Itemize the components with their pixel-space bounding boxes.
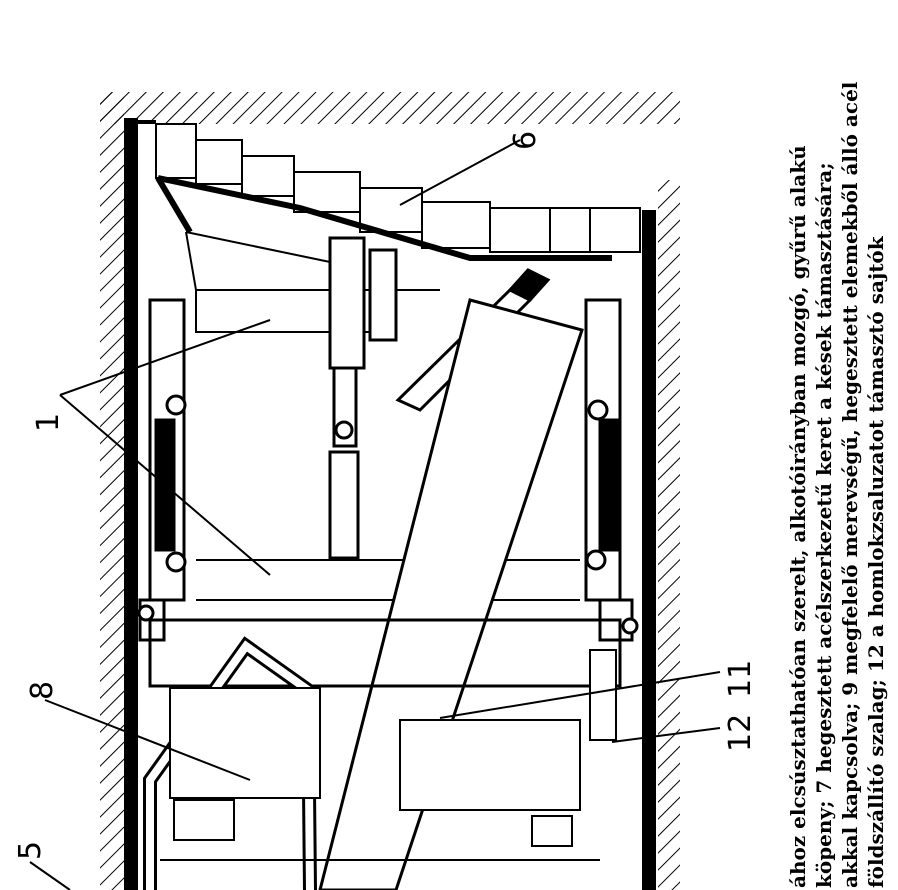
label-5: 5 (13, 841, 48, 860)
label-1: 1 (31, 413, 66, 432)
caption-line-1: ához elcsúsztathatóan szerelt, alkotóirá… (786, 145, 810, 888)
face-support-beam (157, 175, 612, 261)
conveyor-belt (318, 298, 584, 890)
caption-line-3: akkal kapcsolva; 9 megfelelő merevségű, … (838, 81, 862, 888)
knife-column-left (148, 298, 187, 602)
shield-skin-left (124, 118, 138, 890)
soil-hatch-right (658, 180, 680, 890)
segment-blocks (160, 649, 617, 861)
caption-line-2: köpeny; 7 hegesztett acélszerkezetű kere… (812, 162, 836, 888)
label-8: 8 (25, 681, 60, 700)
hydraulic-jack (328, 236, 398, 560)
figure-caption: ához elcsúsztathatóan szerelt, alkotóirá… (778, 0, 890, 890)
label-11: 11 (723, 660, 758, 698)
leader-lines (29, 139, 721, 890)
soil-hatch-top (100, 92, 680, 124)
knife-column-right (584, 298, 622, 602)
label-6: 6 (508, 131, 543, 150)
frame-diagonal-left (155, 176, 193, 234)
soil-hatch-left (100, 92, 124, 890)
face-boxes (155, 123, 641, 253)
label-12: 12 (723, 714, 758, 752)
shield-skin-right (642, 210, 656, 890)
shield-ring (137, 598, 639, 688)
caption-line-4: földszállító szalag; 12 a homlokzsaluzat… (864, 236, 888, 888)
